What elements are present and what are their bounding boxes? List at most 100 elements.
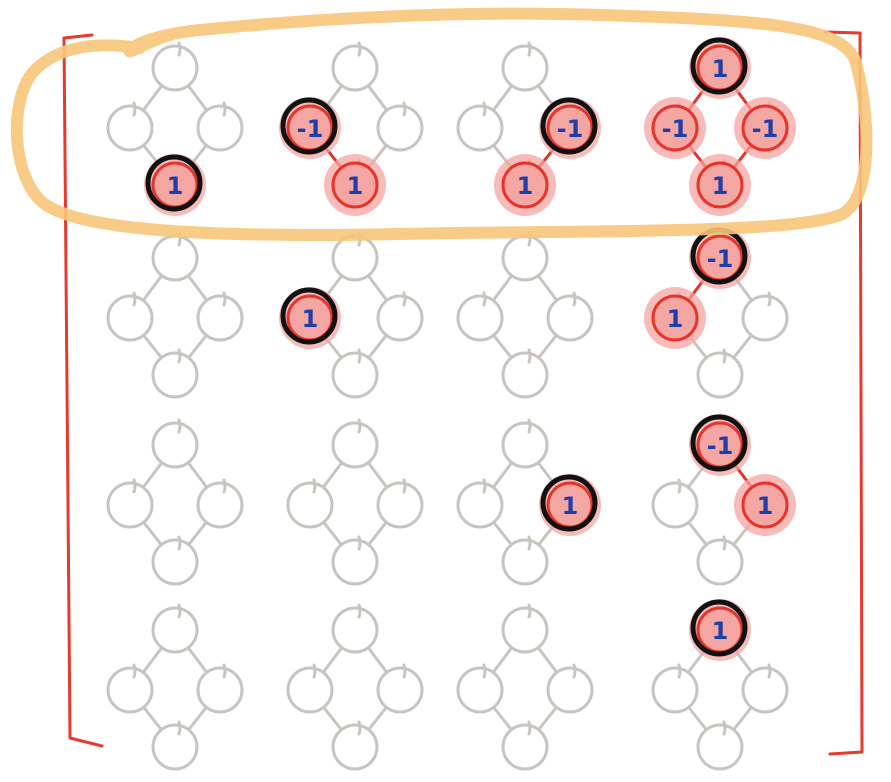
graph-cell-r3-c3: 1 bbox=[456, 418, 601, 586]
graph-node bbox=[501, 606, 549, 654]
node-tick bbox=[767, 663, 772, 679]
node-value: -1 bbox=[662, 115, 689, 143]
graph-cell-r3-c2 bbox=[286, 418, 424, 586]
node-value: -1 bbox=[707, 432, 734, 460]
graph-node bbox=[106, 104, 154, 152]
graph-node bbox=[696, 538, 744, 586]
node-value: -1 bbox=[707, 245, 734, 273]
graph-node bbox=[331, 44, 379, 92]
first-row-highlight bbox=[10, 7, 873, 241]
node-tick bbox=[572, 291, 577, 307]
node-value: 1 bbox=[712, 617, 729, 645]
graph-node bbox=[501, 234, 549, 282]
graph-node bbox=[151, 723, 199, 771]
graph-node bbox=[196, 481, 244, 529]
node-tick bbox=[482, 101, 487, 117]
graph-cell-r1-c2: -11 bbox=[279, 41, 424, 216]
node-tick bbox=[482, 663, 487, 679]
node-tick bbox=[402, 478, 407, 494]
node-tick bbox=[402, 291, 407, 307]
graph-cell-r4-c1 bbox=[106, 603, 244, 771]
graph-cell-r2-c3 bbox=[456, 231, 594, 399]
node-value: 1 bbox=[167, 172, 184, 200]
node-tick bbox=[222, 663, 227, 679]
node-value: 1 bbox=[562, 492, 579, 520]
node-tick bbox=[312, 478, 317, 494]
node-tick bbox=[132, 478, 137, 494]
node-tick bbox=[527, 41, 532, 57]
right-bracket bbox=[823, 30, 864, 756]
node-tick bbox=[177, 348, 182, 364]
node-tick bbox=[177, 41, 182, 57]
marked-node-ring bbox=[540, 97, 598, 155]
graph-node bbox=[151, 44, 199, 92]
graph-node bbox=[501, 44, 549, 92]
graph-node bbox=[651, 481, 699, 529]
graph-node bbox=[151, 234, 199, 282]
graph-node bbox=[196, 294, 244, 342]
node-tick bbox=[132, 663, 137, 679]
marked-node-ring bbox=[690, 414, 748, 472]
node-tick bbox=[722, 720, 727, 736]
node-tick bbox=[767, 291, 772, 307]
node-value: -1 bbox=[297, 115, 324, 143]
marked-node-ring bbox=[145, 154, 203, 212]
node-value: 1 bbox=[302, 305, 319, 333]
graph-node bbox=[151, 606, 199, 654]
active-node bbox=[501, 161, 549, 209]
graph-node bbox=[501, 723, 549, 771]
graph-cell-r4-c2 bbox=[286, 603, 424, 771]
graph-cell-r1-c3: -1 1 bbox=[456, 41, 601, 216]
active-node bbox=[651, 104, 699, 152]
graph-node bbox=[106, 294, 154, 342]
node-tick bbox=[527, 535, 532, 551]
graph-cell-r1-c1: 1 bbox=[106, 41, 244, 216]
graph-node bbox=[696, 351, 744, 399]
node-tick bbox=[527, 418, 532, 434]
active-node bbox=[651, 294, 699, 342]
node-tick bbox=[222, 291, 227, 307]
node-tick bbox=[357, 41, 362, 57]
node-value: 1 bbox=[757, 492, 774, 520]
graph-node bbox=[286, 666, 334, 714]
node-tick bbox=[177, 535, 182, 551]
node-value: 1 bbox=[712, 55, 729, 83]
graph-node bbox=[501, 421, 549, 469]
graph-node bbox=[196, 666, 244, 714]
node-value: -1 bbox=[557, 115, 584, 143]
node-tick bbox=[677, 478, 682, 494]
graph-node bbox=[106, 481, 154, 529]
marked-node-ring bbox=[690, 37, 748, 95]
graph-node bbox=[456, 294, 504, 342]
graph-node bbox=[376, 104, 424, 152]
graph-node bbox=[106, 666, 154, 714]
node-tick bbox=[402, 663, 407, 679]
node-tick bbox=[527, 603, 532, 619]
node-value: 1 bbox=[517, 172, 534, 200]
graph-node bbox=[696, 723, 744, 771]
matrix-cells: 1-11-111-1-111-111-111 bbox=[106, 37, 796, 771]
node-tick bbox=[722, 535, 727, 551]
node-tick bbox=[482, 291, 487, 307]
graph-node bbox=[501, 538, 549, 586]
node-tick bbox=[527, 348, 532, 364]
graph-node bbox=[456, 104, 504, 152]
active-node bbox=[741, 104, 789, 152]
graph-node bbox=[546, 294, 594, 342]
node-tick bbox=[572, 663, 577, 679]
graph-node bbox=[151, 421, 199, 469]
marked-node-ring bbox=[280, 97, 338, 155]
graph-cell-r2-c4: -11 bbox=[644, 227, 789, 399]
graph-node bbox=[286, 481, 334, 529]
graph-cell-r2-c1 bbox=[106, 231, 244, 399]
graph-node bbox=[376, 481, 424, 529]
graph-cell-r1-c4: 1-1-11 bbox=[644, 37, 796, 216]
graph-node bbox=[331, 351, 379, 399]
node-tick bbox=[177, 720, 182, 736]
graph-node bbox=[456, 666, 504, 714]
graph-node bbox=[331, 538, 379, 586]
graph-node bbox=[331, 723, 379, 771]
node-tick bbox=[177, 418, 182, 434]
graph-cell-r3-c1 bbox=[106, 418, 244, 586]
